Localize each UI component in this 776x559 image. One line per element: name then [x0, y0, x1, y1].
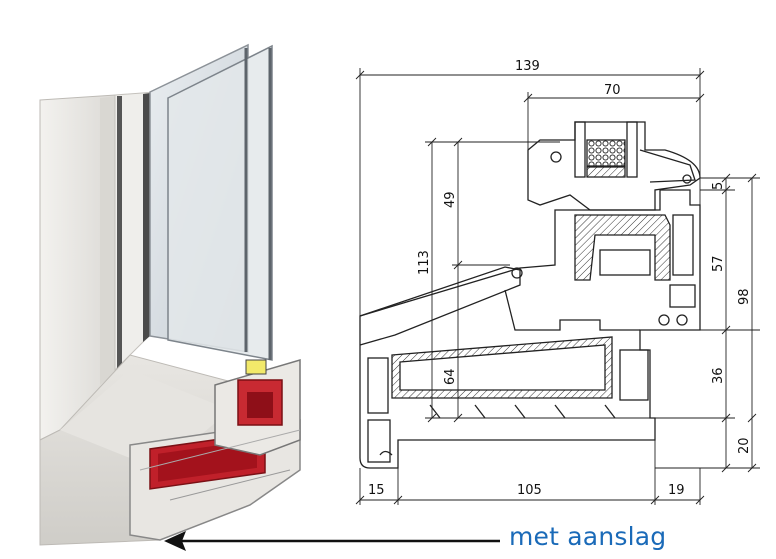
profile-chamber-line-2: [139, 429, 301, 471]
sill-slope: [359, 266, 521, 346]
dim-right-lower: 36: [711, 367, 726, 384]
frame-chamber-5: [672, 214, 694, 276]
profile-chamber-line: [169, 469, 291, 501]
glass-unit-left: [574, 121, 586, 178]
gasket-strip-1: [117, 96, 122, 372]
dim-left-outer: 113: [417, 250, 432, 275]
glass-unit-right: [626, 121, 638, 178]
frame-chamber-4: [669, 284, 696, 308]
frame-reinforcement-inner: [399, 344, 606, 391]
glass-spacer-bar: [586, 166, 626, 178]
frame-inner-face: [100, 96, 118, 385]
dim-top-total: 139: [515, 59, 540, 74]
sash-outline: [527, 121, 701, 211]
arrow-pointer: [164, 531, 500, 551]
frame-chamber-1: [367, 357, 389, 414]
gasket-right: [658, 314, 670, 326]
technical-drawing: [359, 121, 701, 469]
gasket-right-2: [676, 314, 688, 326]
gasket-top-right: [682, 174, 692, 184]
window-3d-render: [39, 43, 301, 546]
dim-left-upper: 49: [443, 191, 458, 208]
frame-outline: [359, 189, 701, 469]
drain-foot: [379, 450, 393, 456]
sash-reinforcement: [574, 214, 671, 281]
frame-chamber-2: [367, 419, 391, 463]
caption-met-aanslag: met aanslag: [509, 522, 667, 551]
dim-right-small: 5: [711, 182, 726, 190]
dim-bottom-right: 19: [668, 483, 685, 498]
dim-top-sash: 70: [604, 83, 621, 98]
dim-bottom-left: 15: [368, 483, 385, 498]
dim-right-bottom: 20: [737, 437, 752, 454]
glazing-spacer: [245, 359, 267, 375]
gasket-sill: [511, 267, 523, 279]
dimension-lines: [355, 68, 760, 505]
hinge-clip: [504, 289, 640, 331]
frame-feet: [429, 404, 616, 419]
dim-bottom-middle: 105: [517, 483, 542, 498]
frame-chamber-3: [619, 349, 649, 401]
reinforcement-sash-hollow: [247, 392, 273, 418]
glazing-bead: [639, 149, 696, 183]
glass-pane-front: [167, 44, 273, 361]
sash-chamber: [599, 249, 651, 276]
dim-right-total: 98: [737, 288, 752, 305]
dim-left-lower: 64: [443, 368, 458, 385]
dim-right-middle: 57: [711, 255, 726, 272]
gasket-top-left: [550, 151, 562, 163]
glass-spacer-desiccant: [586, 139, 626, 167]
gasket-strip-2: [143, 93, 150, 342]
dimension-labels: 139 70 113 49 64 5 57 98 36 20 15 105 19: [368, 59, 752, 498]
reinforcement-lower-inner: [158, 439, 257, 482]
